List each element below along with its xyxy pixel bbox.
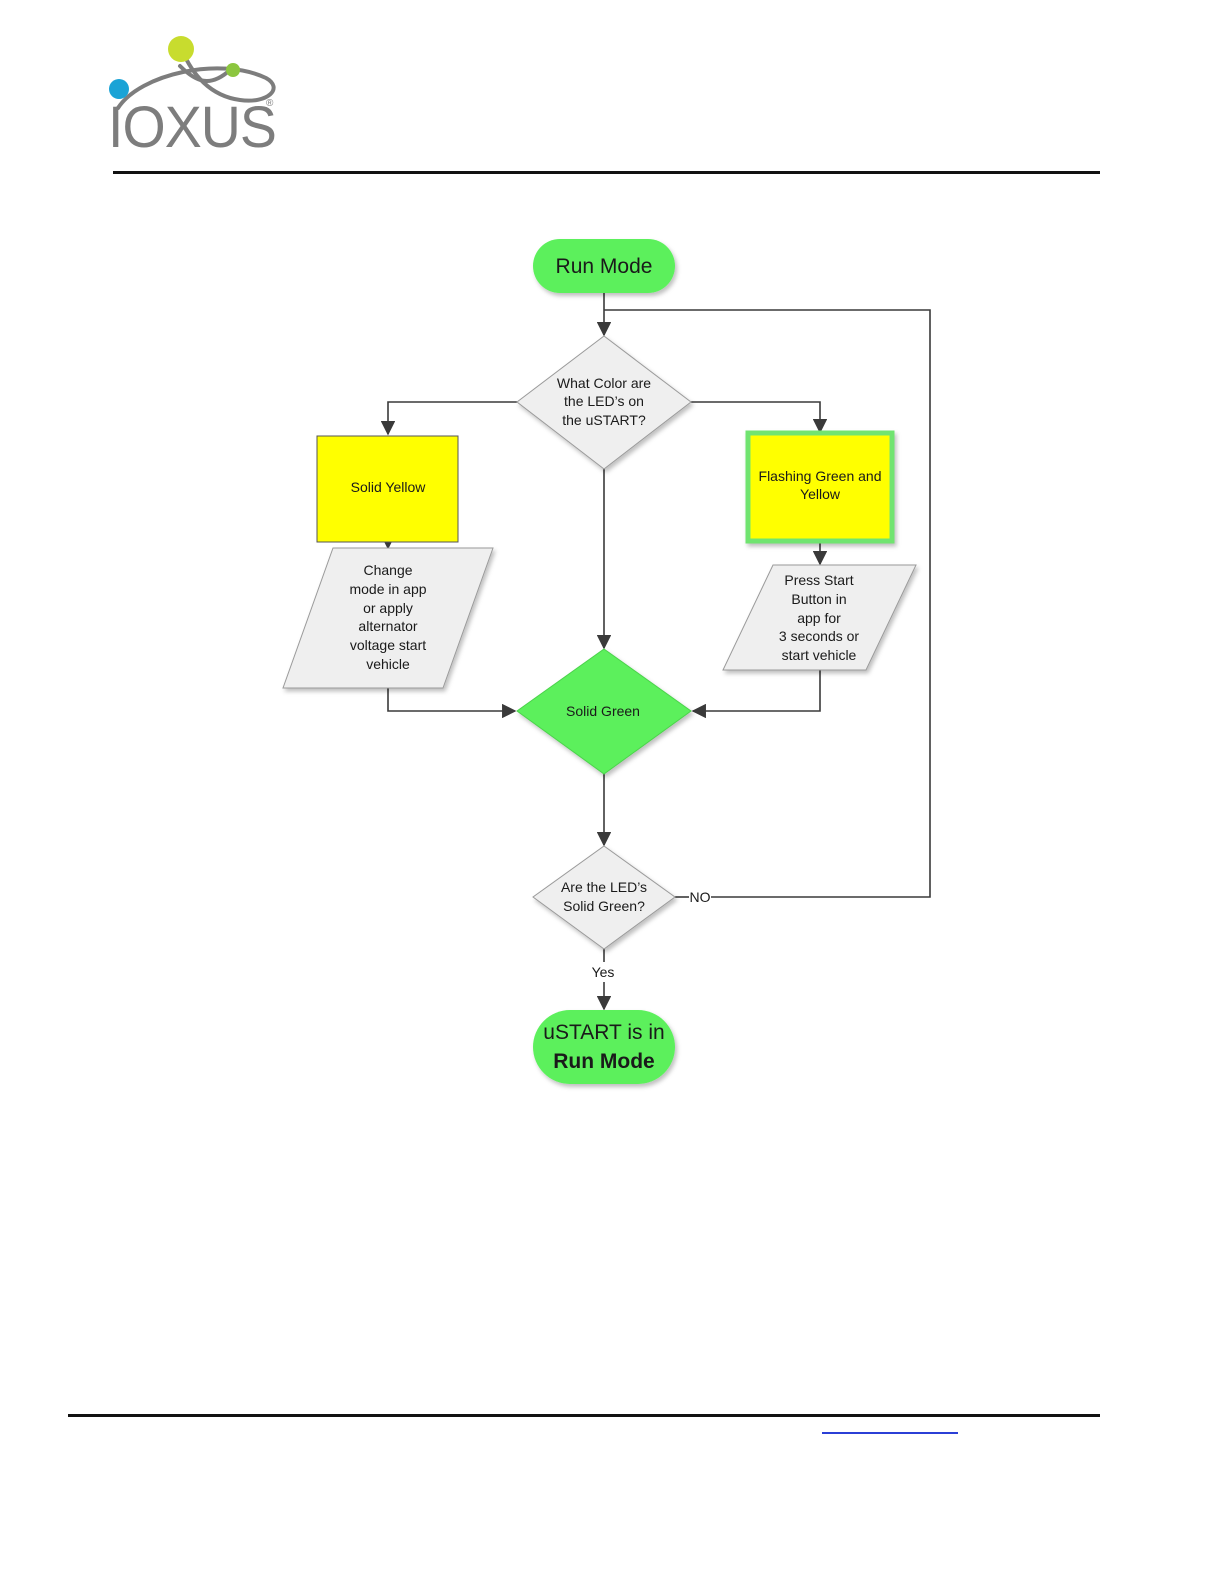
edge-decision-to-flashing	[691, 402, 820, 432]
edge-press-start-to-solid-green	[693, 670, 820, 711]
press-start-line5: start vehicle	[782, 647, 857, 663]
edge-label-no: NO	[690, 889, 711, 905]
footer-link-underline[interactable]	[822, 1432, 958, 1434]
decision-led-color-line3: the uSTART?	[562, 412, 646, 428]
press-start-line3: app for	[797, 610, 841, 626]
edge-label-yes: Yes	[592, 964, 615, 980]
decision-led-color-line2: the LED’s on	[564, 393, 644, 409]
change-mode-line1: Change	[363, 562, 412, 578]
footer-rule	[68, 1414, 1100, 1417]
end-terminal-line1: uSTART is in	[543, 1021, 664, 1044]
decision-led-color-line1: What Color are	[557, 375, 651, 391]
edge-change-mode-to-solid-green	[388, 688, 515, 711]
press-start-line4: 3 seconds or	[779, 628, 859, 644]
flashing-label-line1: Flashing Green and	[759, 468, 882, 484]
end-terminal-line2: Run Mode	[553, 1050, 654, 1073]
change-mode-line4: alternator	[358, 618, 417, 634]
press-start-line2: Button in	[791, 591, 846, 607]
start-terminal-label: Run Mode	[556, 255, 653, 278]
flashing-label-line2: Yellow	[800, 486, 841, 502]
change-mode-line5: voltage start	[350, 637, 426, 653]
edge-decision-to-yellow	[388, 402, 517, 434]
change-mode-line6: vehicle	[366, 656, 410, 672]
solid-green-label: Solid Green	[566, 703, 640, 719]
change-mode-line2: mode in app	[349, 581, 426, 597]
solid-yellow-label: Solid Yellow	[351, 479, 427, 495]
change-mode-line3: or apply	[363, 600, 413, 616]
decision-check-line2: Solid Green?	[563, 898, 645, 914]
decision-check-line1: Are the LED’s	[561, 879, 647, 895]
press-start-line1: Press Start	[784, 572, 853, 588]
